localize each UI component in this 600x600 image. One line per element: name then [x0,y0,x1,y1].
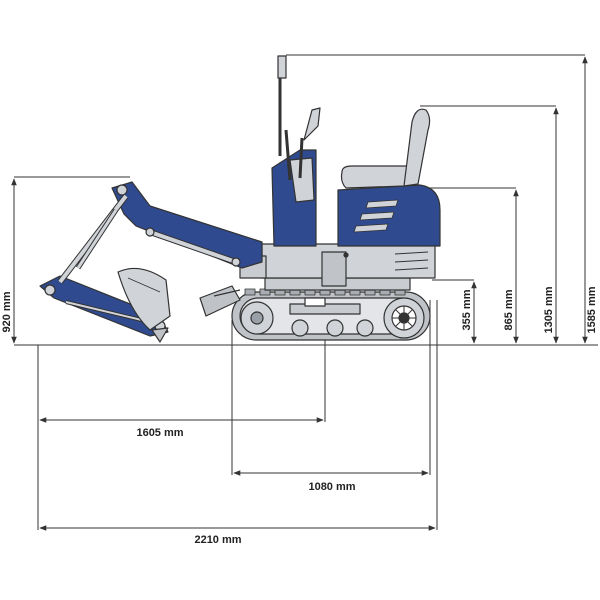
label-track-length: 1080 mm [308,481,355,493]
dim-group-heights [286,54,588,344]
upper-structure [261,243,436,287]
dim-group-boom-height [11,176,130,344]
bucket [117,267,171,343]
dim-group-lengths [37,260,438,531]
boom-arm [111,181,263,269]
label-seat-height: 1305 mm [543,286,555,333]
engine-cover [337,184,441,247]
label-ground-clearance: 355 mm [461,289,473,330]
track-assembly [231,288,431,341]
label-overall-length: 2210 mm [194,534,241,546]
label-body-height: 865 mm [503,289,515,330]
label-overall-height: 1585 mm [586,286,598,333]
label-boom-height: 920 mm [1,291,13,332]
dozer-blade [199,285,241,317]
excavator-illustration [39,55,441,343]
operator-seat [340,108,431,189]
control-tower [271,55,321,247]
label-reach: 1605 mm [136,427,183,439]
